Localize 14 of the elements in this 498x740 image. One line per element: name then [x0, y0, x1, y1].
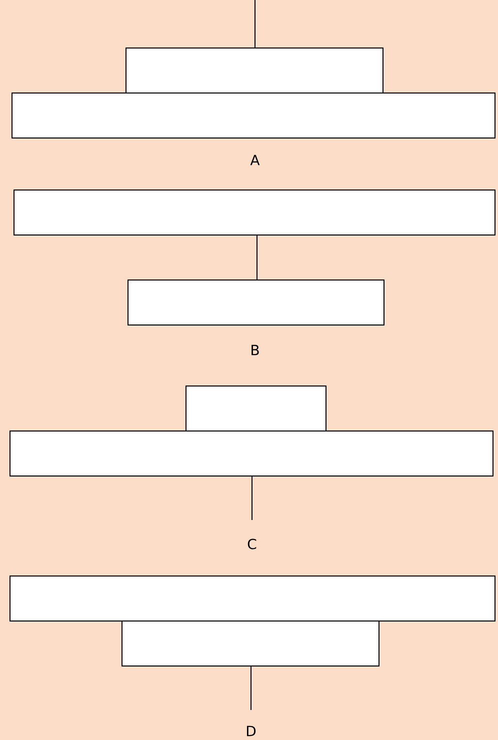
- figure-letter: D: [246, 726, 256, 736]
- figure-letter: B: [252, 344, 259, 356]
- rectangle-box: [14, 190, 496, 236]
- rectangle-box: [12, 92, 496, 139]
- figure-letter: A: [250, 154, 260, 166]
- rectangle-box: [186, 386, 326, 432]
- rectangle-box: [128, 280, 384, 326]
- connector-line: [254, 0, 256, 48]
- figure-letter: C: [248, 538, 256, 550]
- rectangle-box: [10, 576, 496, 622]
- connector-line: [250, 666, 252, 710]
- rectangle-box: [126, 48, 384, 94]
- connector-line: [256, 235, 258, 280]
- rectangle-box: [122, 620, 380, 666]
